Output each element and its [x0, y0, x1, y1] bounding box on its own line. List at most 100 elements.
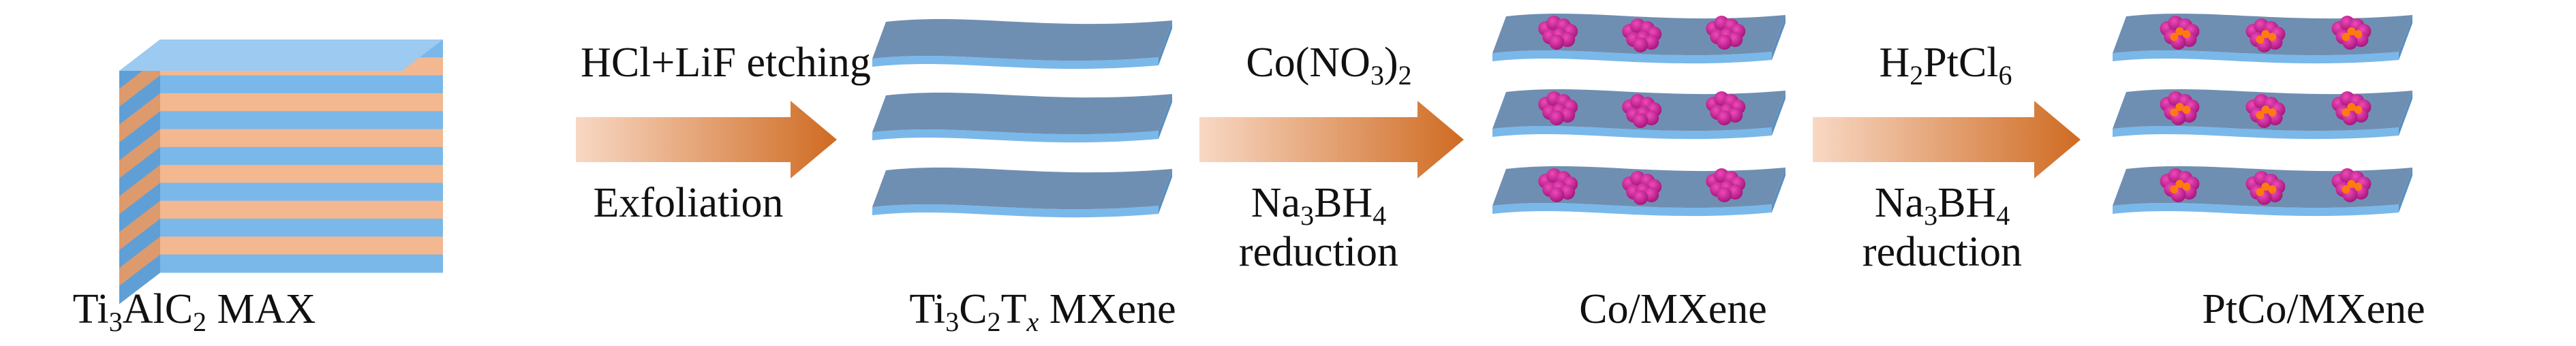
max-al-layer-side	[119, 93, 160, 143]
ptco-particle	[2245, 18, 2286, 52]
pt-dot	[2175, 27, 2184, 35]
sheet-edge	[2113, 125, 2399, 140]
sheet-end	[1772, 91, 1785, 136]
mxene-sheet	[2113, 89, 2412, 140]
max-al-layer-front	[160, 165, 443, 183]
step-1-reagent-below: Exfoliation	[594, 180, 784, 226]
step-2-reagent-below: Na3BH4 reduction	[1239, 180, 1398, 275]
svg-text:Na3BH4: Na3BH4	[1875, 180, 2010, 231]
sheet-surface	[872, 18, 1172, 61]
sheet-end	[2399, 91, 2412, 136]
co-particle	[1538, 91, 1578, 125]
sheet-end	[2399, 168, 2412, 213]
pt-dot	[2175, 180, 2184, 188]
max-al-layer-front	[160, 129, 443, 148]
max-label: Ti3AlC2 MAX	[73, 286, 316, 337]
pt-dot	[2268, 185, 2277, 193]
sheet-end	[1159, 20, 1172, 65]
co-particle	[1706, 168, 1746, 202]
mxene-sheet	[872, 167, 1172, 218]
max-al-layer-front	[160, 236, 443, 255]
co-particle	[1622, 94, 1662, 128]
mxene-sheet	[2113, 166, 2412, 217]
co-particle	[1622, 171, 1662, 205]
mxene-sheet	[1492, 13, 1785, 64]
pt-dot	[2256, 188, 2265, 196]
max-ti-layer-front	[160, 219, 443, 237]
step-pt-loading: H2PtCl6 Na3BH4 reduction	[1813, 40, 2081, 275]
ptco-particle	[2331, 168, 2372, 202]
pt-dot	[2347, 103, 2356, 111]
max-ti-layer-side	[119, 183, 160, 233]
pt-dot	[2342, 33, 2350, 41]
co-mxene-label: Co/MXene	[1579, 286, 1767, 332]
pt-dot	[2261, 183, 2270, 191]
pt-dot	[2261, 30, 2270, 38]
right-arrow-icon	[1199, 101, 1464, 178]
ptco-particle	[2331, 91, 2372, 125]
right-arrow-icon	[576, 101, 837, 178]
max-ti-layer-side	[119, 111, 160, 161]
sheet-edge	[2113, 50, 2399, 64]
sheet-edge	[1492, 50, 1772, 64]
mxene-sheet	[1492, 89, 1785, 140]
sheet-end	[1772, 15, 1785, 60]
pt-dot	[2354, 30, 2363, 38]
sheet-surface	[872, 167, 1172, 210]
sheet-edge	[1492, 125, 1772, 140]
max-al-layer-front	[160, 93, 443, 112]
mxene-sheet	[872, 18, 1172, 69]
mxene-label: Ti3C2Tx MXene	[909, 286, 1176, 337]
pt-dot	[2182, 30, 2191, 38]
pt-dot	[2347, 27, 2356, 35]
pt-dot	[2354, 106, 2363, 114]
step-3-reagent-above: H2PtCl6	[1879, 40, 2012, 91]
pt-dot	[2175, 103, 2184, 111]
sheet-edge	[872, 55, 1159, 69]
max-al-layer-side	[119, 236, 160, 287]
svg-text:Na3BH4: Na3BH4	[1251, 180, 1386, 231]
pt-dot	[2256, 111, 2265, 119]
svg-text:H2PtCl6: H2PtCl6	[1879, 40, 2012, 91]
step-3-reagent-below: Na3BH4 reduction	[1862, 180, 2022, 275]
step-1-reagent-above: HCl+LiF etching	[581, 40, 871, 86]
sheet-edge	[872, 204, 1159, 218]
mxene-sheet	[1492, 166, 1785, 217]
max-ti-layer-front	[160, 183, 443, 202]
co-particle	[1622, 18, 1662, 52]
ptco-particle	[2331, 16, 2372, 50]
pt-dot	[2268, 108, 2277, 116]
max-al-layer-side	[119, 129, 160, 179]
max-ti-layer-side	[119, 75, 160, 125]
pt-dot	[2268, 33, 2277, 41]
sheet-surface	[872, 92, 1172, 135]
mxene-sheet-stack	[872, 18, 1172, 218]
mxene-sheet	[872, 92, 1172, 143]
max-ti-layer-front	[160, 146, 443, 166]
pt-dot	[2170, 108, 2179, 116]
max-al-layer-front	[160, 200, 443, 219]
max-top-face	[119, 40, 443, 71]
pt-dot	[2256, 35, 2265, 44]
svg-text:reduction: reduction	[1239, 229, 1398, 275]
pt-dot	[2170, 33, 2179, 41]
max-layer-stack	[119, 40, 443, 304]
step-etching: HCl+LiF etching Exfoliation	[576, 40, 871, 226]
max-ti-layer-side	[119, 146, 160, 197]
sheet-edge	[1492, 202, 1772, 217]
sheet-end	[1159, 94, 1172, 139]
step-2-reagent-above: Co(NO3)2	[1246, 40, 1411, 91]
max-ti-layer-side	[119, 254, 160, 304]
pt-dot	[2354, 183, 2363, 191]
svg-text:Ti3C2Tx MXene: Ti3C2Tx MXene	[909, 286, 1176, 337]
svg-text:Co(NO3)2: Co(NO3)2	[1246, 40, 1411, 91]
co-particle	[1706, 16, 1746, 50]
sheet-edge	[2113, 202, 2399, 217]
pt-dot	[2261, 106, 2270, 114]
co-particle	[1538, 16, 1578, 50]
ptco-particle	[2160, 16, 2200, 50]
max-ti-layer-front	[160, 254, 443, 273]
max-ti-layer-front	[160, 75, 443, 94]
pt-dot	[2342, 185, 2350, 193]
